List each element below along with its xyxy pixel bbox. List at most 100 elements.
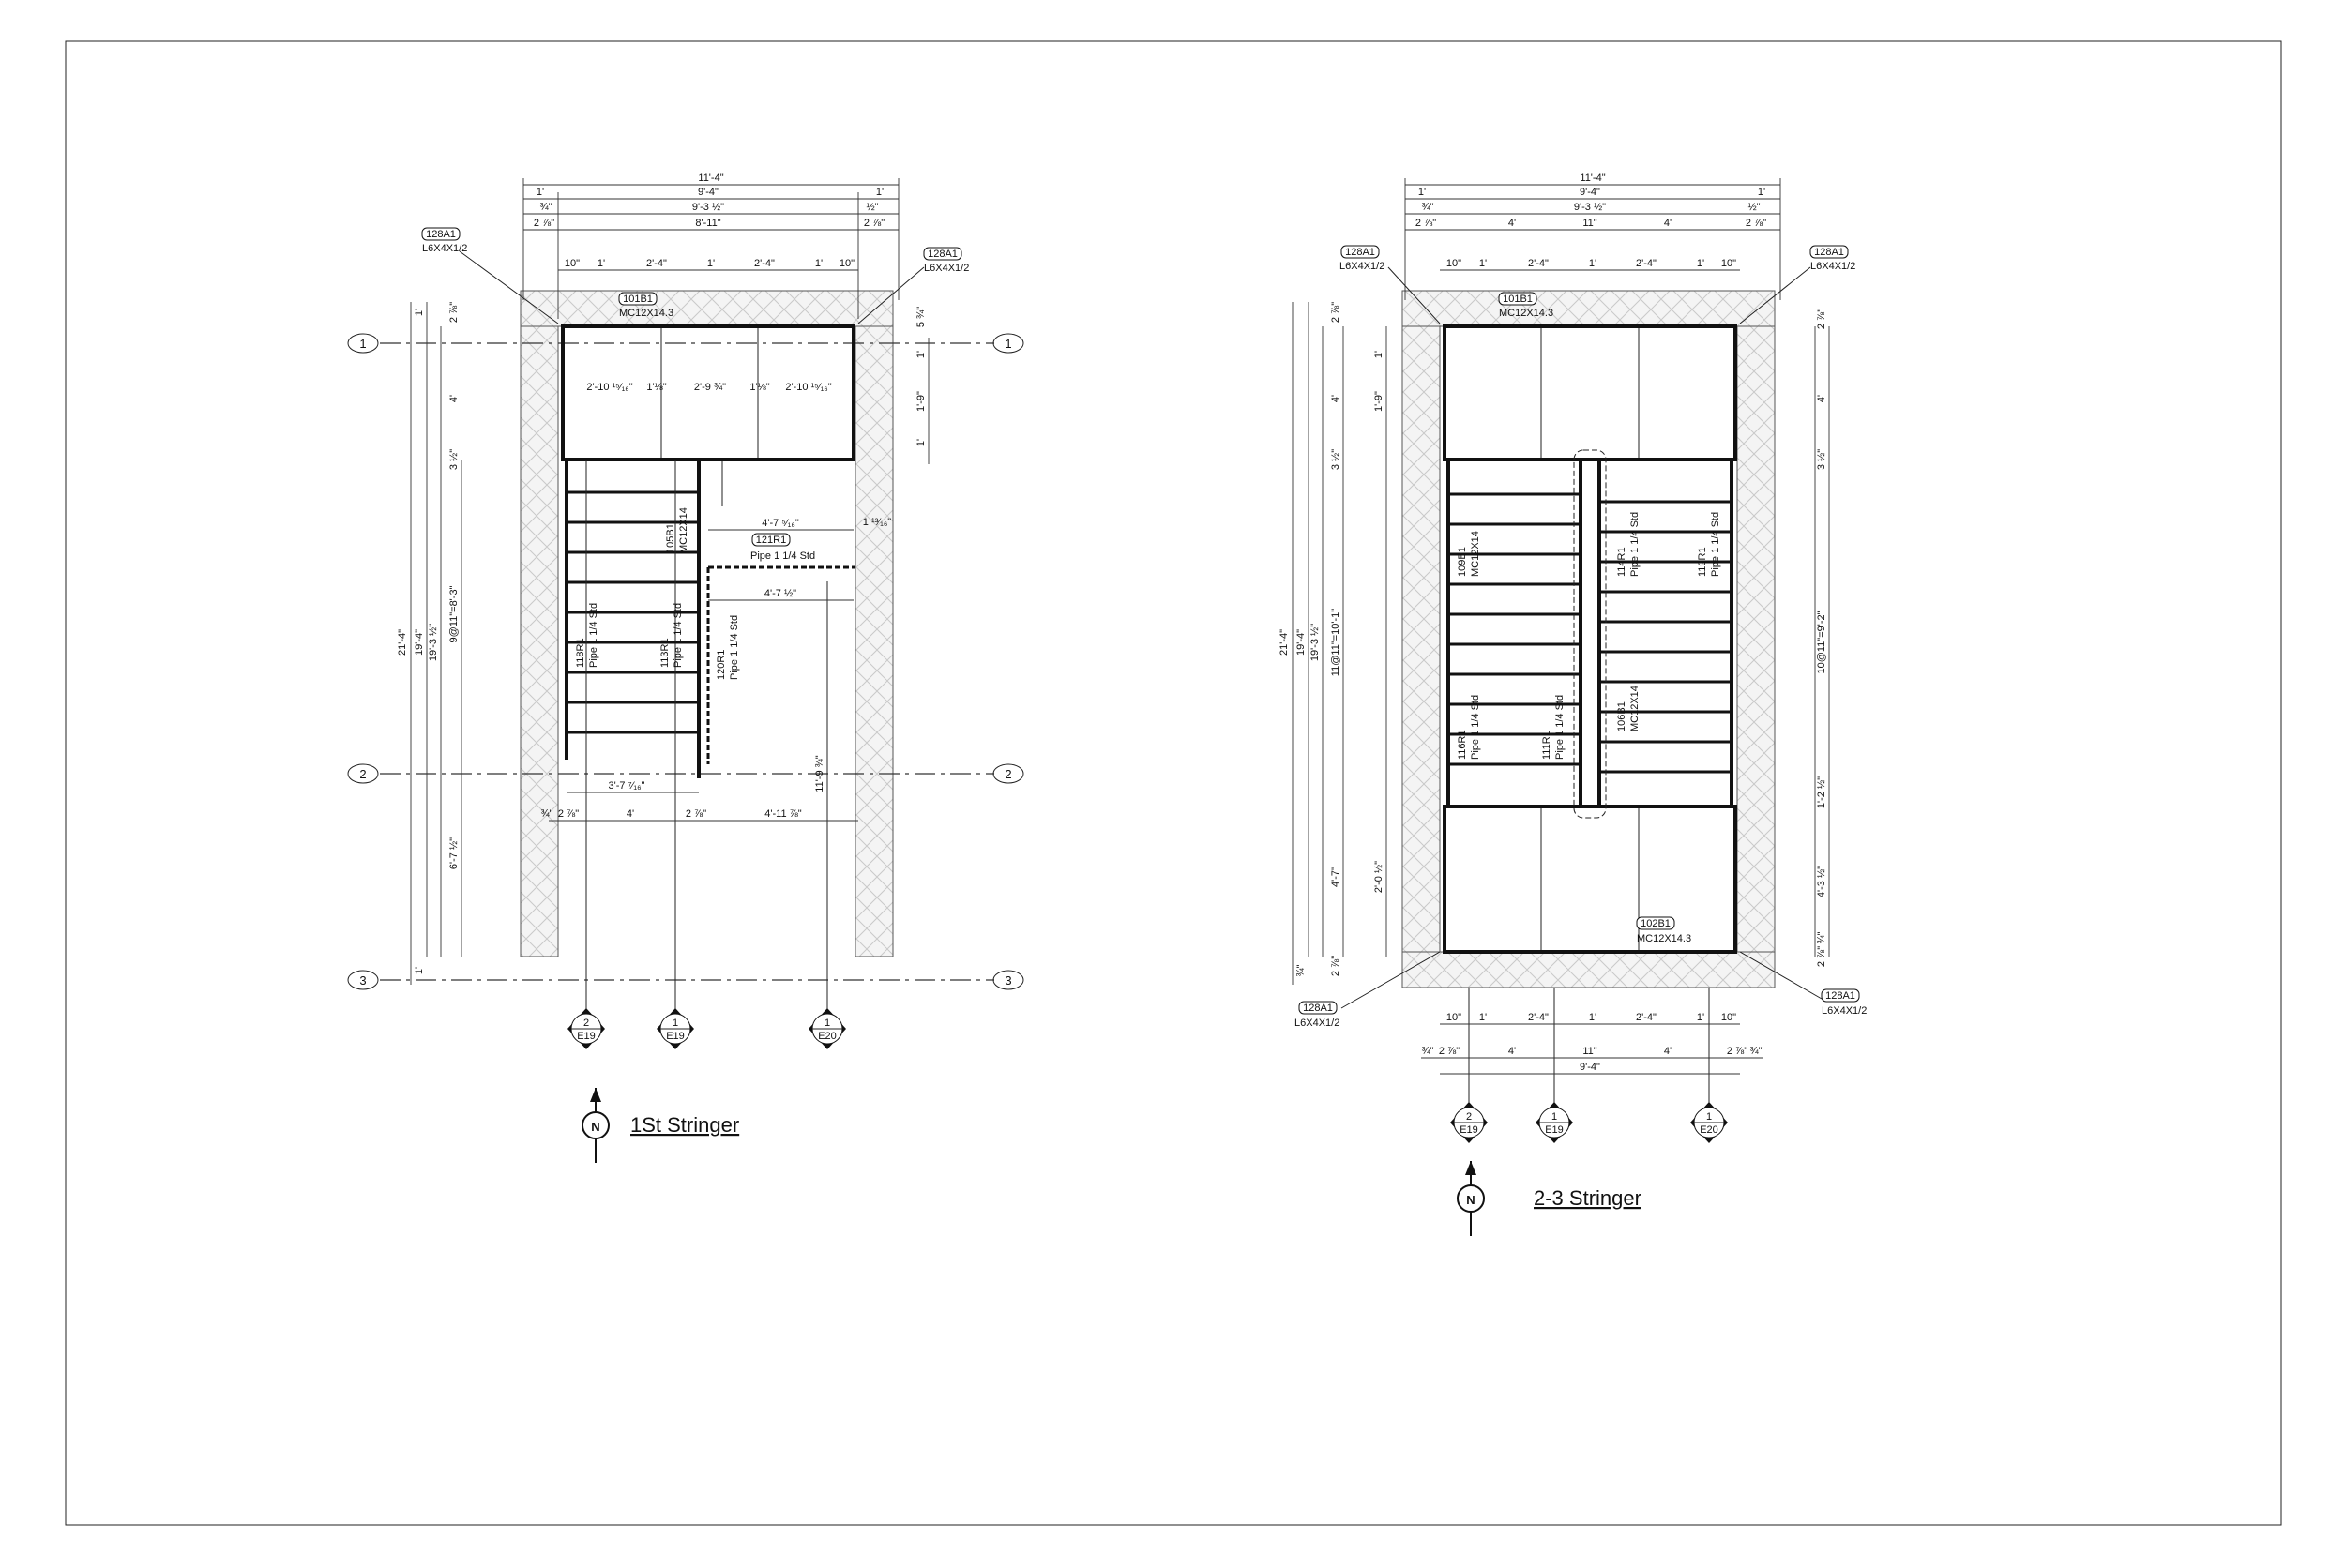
member-callout: 118R1 Pipe 1 1/4 Std (575, 603, 599, 668)
svg-text:121R1: 121R1 (756, 535, 786, 546)
svg-text:1: 1 (359, 337, 366, 351)
svg-text:1: 1 (673, 1018, 678, 1029)
sheet-border (65, 40, 2282, 1526)
drawing-title: 2-3 Stringer (1534, 1186, 1642, 1210)
svg-text:Pipe 1 1/4 Std: Pipe 1 1/4 Std (1554, 695, 1566, 760)
member-callout: 120R1 Pipe 1 1/4 Std (716, 615, 740, 680)
svg-text:Pipe 1 1/4 Std: Pipe 1 1/4 Std (1629, 512, 1641, 577)
dim-text: 11@11"=10'-1" (1330, 609, 1341, 676)
svg-text:1: 1 (1005, 337, 1011, 351)
dim-text: 11'-4" (1580, 173, 1605, 184)
dim-text: 1' (915, 439, 927, 446)
svg-text:114R1: 114R1 (1616, 547, 1627, 577)
svg-text:MC12X14: MC12X14 (1470, 531, 1481, 577)
member-callout: 128A1 L6X4X1/2 (857, 247, 969, 324)
dim-text: 10" (840, 258, 855, 269)
dim-text: 2'-4" (1528, 258, 1549, 269)
dim-text: ¾" (540, 808, 552, 820)
svg-text:2: 2 (1005, 767, 1011, 781)
dim-text: 2 ⅞" (1330, 302, 1341, 323)
dim-text: 11" (1582, 1046, 1596, 1057)
svg-text:102B1: 102B1 (1641, 918, 1671, 929)
dim-text: 2'-10 ¹⁵⁄₁₆" (785, 382, 831, 393)
member-callout: 109B1 MC12X14 (1457, 531, 1481, 577)
svg-text:1: 1 (1551, 1111, 1557, 1123)
svg-text:MC12X14: MC12X14 (678, 507, 689, 553)
svg-text:128A1: 128A1 (1303, 1003, 1333, 1014)
dim-text: 2 ⅞" (1439, 1046, 1460, 1057)
dim-text: 2 ⅞" (1727, 1046, 1747, 1057)
dim-text: 9@11"=8'-3" (448, 585, 460, 642)
dim-text: 1' (876, 187, 884, 198)
dim-text: 2'-0 ½" (1373, 861, 1384, 893)
svg-text:E19: E19 (577, 1031, 596, 1042)
dim-text: 1' (414, 967, 425, 974)
dim-text: ½" (866, 202, 878, 213)
svg-text:111R1: 111R1 (1541, 731, 1552, 760)
svg-text:Pipe 1 1/4 Std: Pipe 1 1/4 Std (750, 550, 815, 562)
svg-text:120R1: 120R1 (716, 650, 727, 680)
dim-text: 19'-3 ½" (428, 624, 439, 661)
section-marker: 1 E19 (657, 1008, 694, 1049)
dim-text: 9'-3 ½" (1574, 202, 1606, 213)
dim-text: 10" (565, 258, 580, 269)
dim-text: 1' (1479, 1012, 1487, 1023)
svg-text:128A1: 128A1 (1825, 990, 1855, 1002)
dim-text: 11'-4" (698, 173, 723, 184)
dim-text: 1' (1479, 258, 1487, 269)
wall-left (1401, 290, 1441, 981)
member-callout: 119R1 Pipe 1 1/4 Std (1697, 512, 1721, 577)
dim-text: 2'-4" (1636, 258, 1657, 269)
dim-text: 4'-7 ⁵⁄₁₆" (762, 518, 799, 529)
dim-text: 2 ⅞" (558, 808, 579, 820)
drawing-title: 1St Stringer (630, 1113, 739, 1137)
wall-right (855, 290, 894, 957)
svg-text:L6X4X1/2: L6X4X1/2 (1339, 261, 1384, 272)
dim-text: 1'-2 ½" (1816, 776, 1827, 808)
dim-text: ½" (1747, 202, 1760, 213)
dim-text: 2'-9 ¾" (694, 382, 726, 393)
dim-text: 1' (1697, 1012, 1704, 1023)
dim-text: 4'-7 ½" (764, 588, 796, 599)
svg-text:L6X4X1/2: L6X4X1/2 (1822, 1005, 1867, 1017)
dim-text: 9'-4" (698, 187, 719, 198)
member-callout: 128A1 L6X4X1/2 (421, 227, 559, 324)
section-marker: 1 E20 (809, 1008, 846, 1049)
dim-text: 1' (1418, 187, 1426, 198)
member-callout: 116R1 Pipe 1 1/4 Std (1457, 695, 1481, 760)
member-callout: 128A1 L6X4X1/2 (1739, 951, 1867, 1017)
grid-bubble-3: 3 3 (347, 970, 1024, 990)
svg-text:E20: E20 (818, 1031, 837, 1042)
svg-text:1: 1 (825, 1018, 830, 1029)
north-arrow-icon: N (582, 1088, 610, 1163)
dim-text: 2'-4" (646, 258, 667, 269)
dim-text: 3 ½" (1330, 449, 1341, 470)
svg-text:L6X4X1/2: L6X4X1/2 (1294, 1018, 1339, 1029)
section-marker: 2 E19 (567, 1008, 605, 1049)
dim-text: 11" (1582, 218, 1596, 229)
dim-text: ¾" (1816, 931, 1827, 943)
member-callout: 128A1 L6X4X1/2 (1339, 245, 1441, 324)
north-arrow-icon: N (1457, 1161, 1485, 1236)
svg-text:L6X4X1/2: L6X4X1/2 (422, 243, 467, 254)
dim-text: 10" (1721, 258, 1736, 269)
dim-text: 2 ⅞" (534, 218, 554, 229)
dim-text: 1' (1758, 187, 1765, 198)
dim-text: 3 ½" (448, 449, 460, 470)
svg-text:1: 1 (1706, 1111, 1712, 1123)
dim-text: 2 ⅞" (1746, 218, 1766, 229)
svg-text:3: 3 (359, 973, 366, 988)
dim-text: 1' (1697, 258, 1704, 269)
dim-text: 1'⅛" (749, 382, 769, 393)
svg-text:Pipe 1 1/4 Std: Pipe 1 1/4 Std (1710, 512, 1721, 577)
svg-text:128A1: 128A1 (1345, 247, 1375, 258)
dim-text: 10" (1446, 258, 1461, 269)
dim-text: ¾" (1421, 202, 1433, 213)
dim-text: 1' (707, 258, 715, 269)
dim-text: 2 ⅞" (686, 808, 706, 820)
svg-text:116R1: 116R1 (1457, 730, 1468, 760)
dim-text: 2 ⅞" (1816, 309, 1827, 329)
svg-text:2: 2 (1466, 1111, 1472, 1123)
